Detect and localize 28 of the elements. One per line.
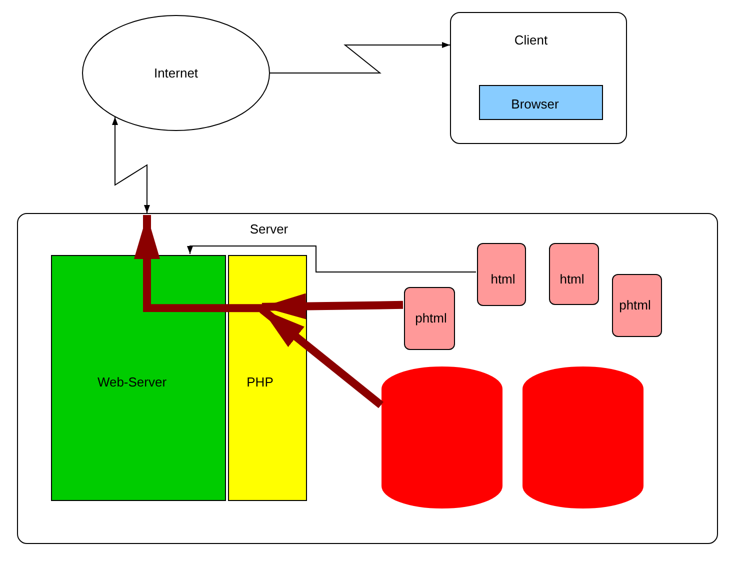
arrow bbox=[270, 42, 450, 74]
node-label: Browser bbox=[511, 96, 559, 112]
file-box bbox=[404, 287, 455, 350]
file-box bbox=[612, 274, 662, 337]
php-box bbox=[228, 255, 307, 501]
network-ellipse bbox=[82, 15, 270, 131]
browser-box bbox=[479, 85, 603, 120]
node-label: html bbox=[490, 272, 516, 286]
node-label: Web-Server bbox=[97, 374, 167, 390]
arrow bbox=[187, 246, 476, 272]
web-server-box bbox=[51, 255, 226, 501]
node-label: html bbox=[560, 272, 584, 286]
database-cylinder bbox=[523, 367, 643, 508]
node-label: Server bbox=[250, 222, 288, 236]
arrow bbox=[134, 215, 262, 312]
node-label: phtml bbox=[415, 310, 447, 326]
arrow bbox=[260, 306, 384, 408]
node-label: Internet bbox=[154, 66, 198, 80]
server-box bbox=[17, 213, 718, 544]
node-label: Client bbox=[514, 32, 548, 48]
arrow bbox=[112, 116, 150, 214]
client-box bbox=[450, 12, 627, 144]
node-label: PHP bbox=[246, 374, 274, 390]
arrow bbox=[262, 293, 404, 320]
database-cylinder bbox=[382, 367, 502, 508]
file-box bbox=[477, 243, 526, 306]
node-label: phtml bbox=[619, 298, 651, 312]
file-box bbox=[549, 243, 599, 305]
